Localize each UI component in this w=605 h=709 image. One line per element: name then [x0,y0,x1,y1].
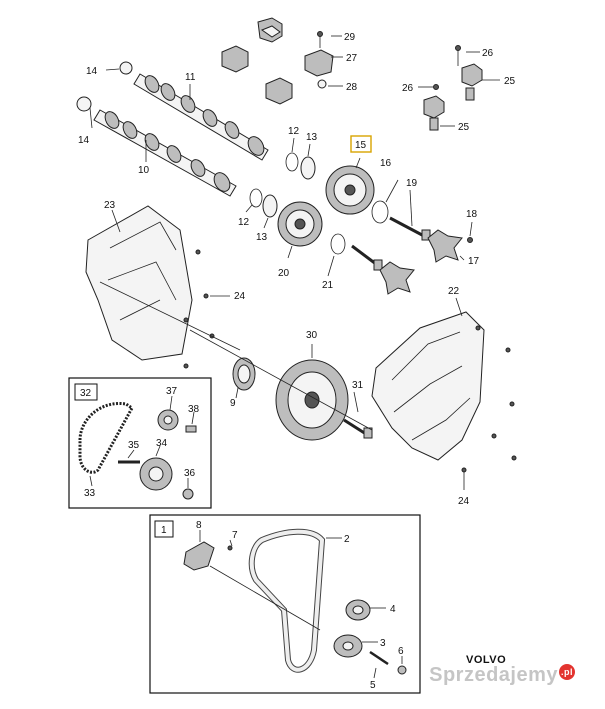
label-14-bottom: 14 [78,135,90,146]
label-31: 31 [352,380,364,391]
label-33: 33 [84,488,96,499]
rear-timing-cover [85,205,241,369]
label-25-top: 25 [504,76,516,87]
label-24-bottom: 24 [458,496,470,507]
label-4: 4 [390,604,396,615]
label-32: 32 [80,388,92,399]
volvo-logo: VOLVO [466,654,507,666]
label-26-left: 26 [402,83,414,94]
camshaft-upper [105,61,269,161]
oil-pump-chain-box [68,377,212,509]
label-20: 20 [278,268,290,279]
label-13-top: 13 [306,132,318,143]
label-38: 38 [188,404,200,415]
label-22: 22 [448,286,460,297]
label-29: 29 [344,32,356,43]
label-35: 35 [128,440,140,451]
label-7: 7 [232,530,238,541]
highlight-frame-15 [350,135,372,153]
watermark[interactable]: Sprzedajemy.pl [429,664,575,687]
watermark-text: Sprzedajemy [429,664,558,686]
label-5: 5 [370,680,376,691]
label-12-bottom: 12 [238,217,250,228]
label-24-mid: 24 [234,291,246,302]
label-36: 36 [184,468,196,479]
label-14-top: 14 [86,66,98,77]
cam-bolts [351,179,473,295]
label-16: 16 [380,158,392,169]
label-12-top: 12 [288,126,300,137]
label-8: 8 [196,520,202,531]
label-23: 23 [104,200,116,211]
label-17: 17 [468,256,480,267]
label-13-bottom: 13 [256,232,268,243]
label-3: 3 [380,638,386,649]
seal-rings [245,137,316,229]
label-2: 2 [344,534,350,545]
label-11: 11 [185,72,196,83]
label-26-top: 26 [482,48,494,59]
label-19: 19 [406,178,418,189]
camshaft-lower [76,96,237,197]
cam-sensor-group [221,17,343,105]
label-30: 30 [306,330,318,341]
timing-belt-box [149,514,421,694]
label-27: 27 [346,53,358,64]
part-labels: 29 27 28 26 25 26 25 14 11 14 10 12 13 1… [78,32,516,691]
label-18: 18 [466,209,478,220]
label-37: 37 [166,386,178,397]
crank-pulley-group [189,329,373,441]
label-1: 1 [161,525,167,536]
watermark-badge: .pl [559,664,575,680]
label-34: 34 [156,438,168,449]
label-21: 21 [322,280,334,291]
label-28: 28 [346,82,358,93]
cam-gears [277,157,389,277]
front-timing-cover [371,297,517,490]
label-9: 9 [230,398,236,409]
label-10: 10 [138,165,150,176]
label-6: 6 [398,646,404,657]
vvt-solenoid-group [418,45,500,131]
label-25-bottom: 25 [458,122,470,133]
label-15: 15 [355,140,367,151]
